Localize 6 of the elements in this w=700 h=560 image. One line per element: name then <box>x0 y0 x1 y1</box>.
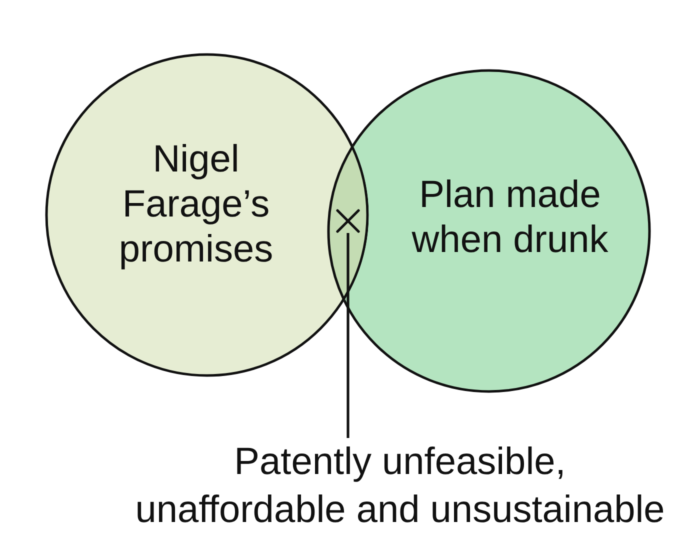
x-mark-icon <box>336 209 360 233</box>
circle-label: Plan made when drunk <box>410 173 610 263</box>
leader-line <box>346 233 350 438</box>
venn-circle <box>45 53 369 377</box>
annotation-text: Patently unfeasible, unaffordable and unsustainable <box>129 438 671 534</box>
circle-label: Nigel Farage’s promises <box>118 138 274 272</box>
